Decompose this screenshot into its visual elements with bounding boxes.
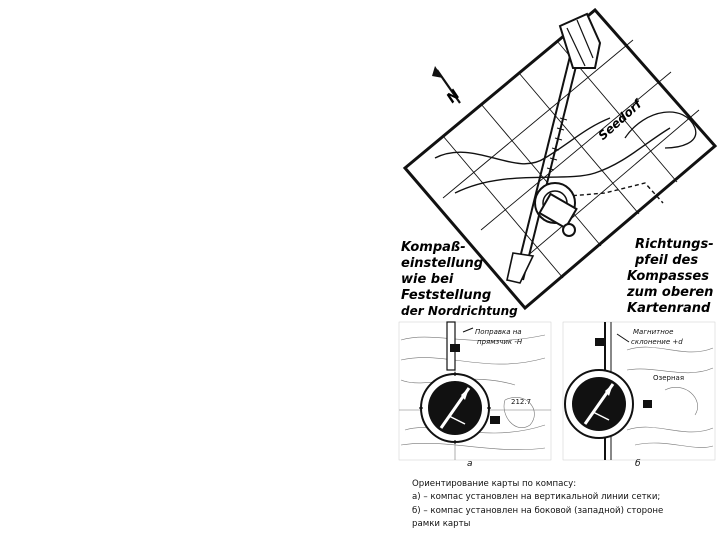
compass-housing (534, 182, 578, 237)
north-marker: N (444, 87, 464, 107)
caption-line: б) – компас установлен на боковой (запад… (412, 505, 664, 516)
right-annotation-line: Richtungs- (635, 237, 714, 252)
caption-line: рамки карты (412, 519, 471, 530)
north-arrow-icon (432, 66, 461, 104)
caption-line: Ориентирование карты по компасу: (412, 479, 577, 489)
panel-b-letter: б (635, 459, 641, 469)
left-annotation-line: Kompaß- (401, 240, 466, 255)
panel-a-callout-line: прямзчик -Н (477, 338, 523, 346)
right-annotation: Richtungs- pfeil des Kompasses zum obere… (626, 237, 714, 316)
right-annotation-line: zum oberen (626, 285, 713, 300)
left-annotation-line: einstellung (401, 256, 483, 271)
left-annotation-line: Feststellung (401, 288, 491, 303)
left-annotation-line: der Nordrichtung (401, 304, 518, 318)
right-annotation-line: Kompasses (627, 269, 709, 284)
map-orientation-illustration: N Seedorf Kompaß- einstellung wie bei Fe… (401, 8, 718, 318)
river-curve (454, 127, 671, 194)
map-sheet (402, 8, 718, 311)
panel-b-map-label: Озерная (653, 374, 684, 382)
right-annotation-line: Kartenrand (627, 301, 711, 316)
compass-arrow (506, 12, 602, 284)
caption-line: а) – компас установлен на вертикальной л… (412, 492, 661, 503)
panel-b-callout-line: склонение +d (631, 338, 683, 346)
panel-a: Поправка на прямзчик -Н 212.7 а (398, 321, 552, 469)
panel-a-map-label: 212.7 (511, 398, 531, 406)
right-annotation-line: pfeil des (634, 253, 698, 268)
dashed-path (544, 182, 664, 204)
left-annotation: Kompaß- einstellung wie bei Feststellung… (401, 240, 518, 318)
panel-a-callout-line: Поправка на (475, 328, 522, 336)
contour-loop (624, 111, 697, 149)
figure-caption: Ориентирование карты по компасу: а) – ко… (412, 478, 712, 532)
panel-b-callout-line: Магнитное (633, 328, 673, 336)
compass-panels-illustration: Поправка на прямзчик -Н 212.7 а (398, 321, 716, 469)
panel-b: Магнитное склонение +d Озерная б (562, 321, 716, 469)
panel-a-letter: а (467, 459, 473, 469)
panel-b-map-texture (626, 346, 714, 448)
road-curve (434, 117, 611, 165)
left-annotation-line: wie bei (401, 272, 454, 287)
